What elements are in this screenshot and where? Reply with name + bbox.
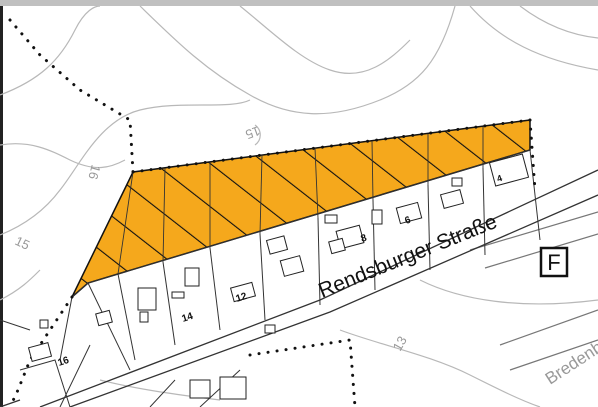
house-number-16: 16 <box>57 355 71 369</box>
contour-label-15-top: 15 <box>243 123 262 142</box>
buildings <box>27 153 530 400</box>
house-number-8: 8 <box>360 233 369 245</box>
contour-label-15-left: 15 <box>13 233 32 253</box>
map-frame-left <box>0 6 3 407</box>
house-number-12: 12 <box>235 291 249 305</box>
facility-f-icon: F <box>539 246 569 278</box>
house-number-4: 4 <box>496 173 504 184</box>
facility-f-label: F <box>547 250 560 275</box>
contour-label-16: 16 <box>85 163 103 181</box>
contour-lines <box>0 6 598 407</box>
parcels-row <box>59 127 541 371</box>
map-frame-top <box>0 0 598 6</box>
street-label-bredenbek: Bredenb <box>542 337 598 388</box>
contour-label-13: 13 <box>390 333 410 353</box>
district-boundary <box>8 18 537 407</box>
house-number-14: 14 <box>181 311 195 325</box>
house-number-6: 6 <box>404 215 413 227</box>
